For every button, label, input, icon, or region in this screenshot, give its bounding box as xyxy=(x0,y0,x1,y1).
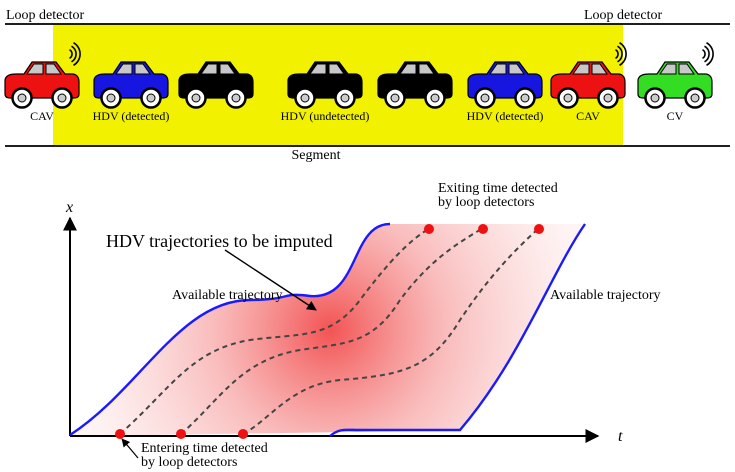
entry-annotation-line1: Entering time detected xyxy=(141,441,268,456)
vehicle-7: CAV xyxy=(549,41,627,123)
vehicle-6: HDV (detected) xyxy=(467,60,544,123)
segment-label: Segment xyxy=(292,148,341,163)
imputed-trajectory-1 xyxy=(119,227,431,435)
wireless-signal-icon xyxy=(701,41,714,67)
wireless-signal-icon xyxy=(68,41,81,67)
imputed-annotation: HDV trajectories to be imputed xyxy=(106,231,333,251)
entry-detection-point xyxy=(115,429,125,439)
entry-annotation-line2: by loop detectors xyxy=(141,455,237,470)
vehicle-label: CAV xyxy=(576,109,600,123)
car-icon xyxy=(636,60,714,109)
exit-detection-point xyxy=(478,224,488,234)
wireless-signal-icon xyxy=(614,41,627,67)
available-trajectory-right xyxy=(329,223,586,437)
t-axis-label: t xyxy=(618,428,623,445)
x-axis-label: x xyxy=(65,199,73,216)
vehicle-label: HDV (detected) xyxy=(93,109,170,123)
entry-detection-point xyxy=(238,429,248,439)
entry-annotation-arrow xyxy=(121,438,139,459)
vehicle-label: HDV (detected) xyxy=(467,109,544,123)
exit-annotation-line1: Exiting time detected xyxy=(438,181,558,196)
exit-annotation-line2: by loop detectors xyxy=(438,195,534,210)
vehicle-4: HDV (undetected) xyxy=(281,60,370,123)
vehicle-label: CV xyxy=(667,109,684,123)
vehicle-2: HDV (detected) xyxy=(93,60,170,123)
vehicle-label: HDV (undetected) xyxy=(281,109,370,123)
entry-detection-point xyxy=(176,429,186,439)
imputed-annotation-arrow xyxy=(224,249,317,311)
loop-detector-right-label: Loop detector xyxy=(584,8,662,23)
imputed-trajectory-3 xyxy=(242,227,540,435)
loop-detector-left-label: Loop detector xyxy=(6,8,84,23)
imputed-trajectory-2 xyxy=(180,227,484,435)
exit-detection-point xyxy=(534,224,544,234)
trajectory-region xyxy=(70,224,585,435)
available-right-annotation: Available trajectory xyxy=(550,288,661,303)
available-trajectory-left xyxy=(69,222,391,437)
vehicle-1: CAV xyxy=(3,41,81,123)
exit-detection-point xyxy=(424,224,434,234)
vehicle-8: CV xyxy=(636,41,714,123)
available-left-annotation: Available trajectory xyxy=(172,288,283,303)
vehicle-row: CAV HDV (detected) HDV (undetected) HDV (de… xyxy=(3,41,714,123)
vehicle-label: CAV xyxy=(30,109,54,123)
